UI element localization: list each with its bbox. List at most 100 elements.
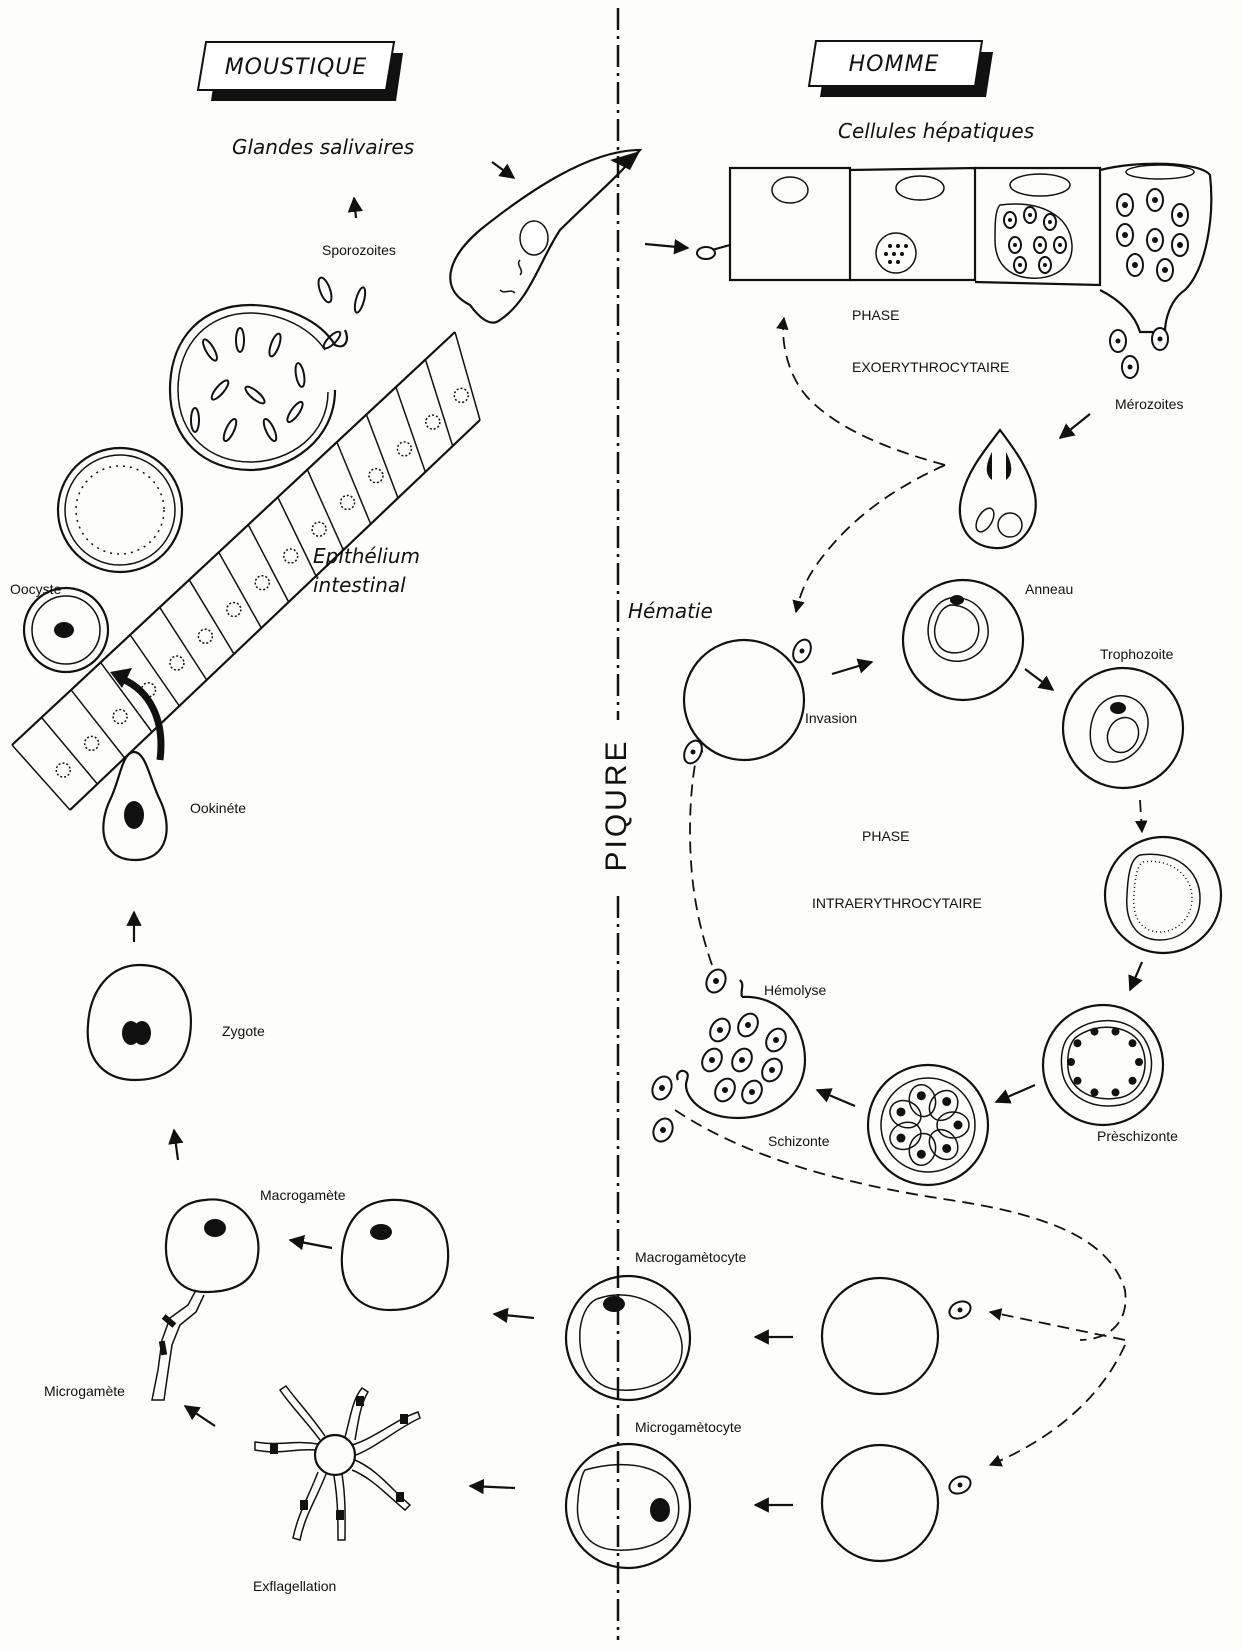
preschizonte-nucleus [1112,1028,1120,1036]
preschizonte-nucleus [1073,1039,1081,1047]
macrogamete [152,1199,258,1400]
arrow-to-glandes [354,198,356,218]
hepatic-merozoite-nucleus [1048,220,1052,224]
preschizonte-nucleus [1135,1058,1143,1066]
homme-title: HOMME [849,52,940,77]
macrogametocyte [566,1276,690,1400]
rosette-merozoite [906,1082,938,1119]
glandes-salivaires-label: Glandes salivaires [232,135,414,159]
rosette-nucleus [942,1097,951,1106]
released-merozoite-nucleus [717,1027,723,1033]
arrow-to-sporozoite [492,162,514,178]
released-merozoite-nucleus [769,1067,775,1073]
hepatic-nucleus-dot [892,252,896,256]
hepatic-merozoite-nucleus [1008,218,1012,222]
hepatic-nucleus-dot [900,252,904,256]
epithelium-cell-nucleus [426,415,440,429]
epithelium-cell-wall [337,442,371,524]
hepatic-nucleus-dot [884,252,888,256]
preschizonte-label: Prèschizonte [1097,1128,1178,1144]
arrow-gamete-macrogamete [290,1240,332,1248]
epithelium-cell-wall [42,717,98,784]
epithelium-label-2: intestinal [313,573,406,597]
schizonte-label: Schizonte [768,1133,830,1149]
intestinal-epithelium [12,332,480,810]
preschizonte-nucleus [1129,1077,1137,1085]
schizont-merozoite-nucleus [1177,242,1183,248]
moustique-header: MOUSTIQUE [198,42,403,101]
epithelium-cell-wall [366,415,398,498]
anneau-ring-stage [903,580,1023,700]
schizont-merozoite-nucleus [1152,237,1158,243]
epithelium-cell-nucleus [284,549,298,563]
arrow-preschizonte-schizonte [996,1085,1035,1102]
schizont-merozoite-nucleus [1132,262,1138,268]
anneau-label: Anneau [1025,581,1073,597]
free-sporozoites [316,276,367,351]
sporozoite-large [450,150,640,323]
hemolyse-label: Hémolyse [764,982,826,998]
rosette-nucleus [954,1121,963,1130]
preschizonte-nucleus [1090,1088,1098,1096]
arrow-schizonte-hemolyse [817,1090,855,1106]
arrow-invasion-anneau [832,662,872,674]
hepatic-merozoite-nucleus [1038,243,1042,247]
hepatic-merozoite-nucleus [1043,263,1047,267]
arrow-exflagellation-microgamete [185,1406,215,1426]
liver-cells [697,164,1211,332]
phase-exo-label-1: PHASE [852,307,899,323]
rosette-merozoite [923,1085,963,1126]
epithelium-cell-wall [307,470,343,550]
released-merozoite-nucleus [749,1089,755,1095]
trophozoite-label: Trophozoite [1100,646,1174,662]
dashed-to-hematie [796,465,945,612]
hepatic-nucleus-dot [888,260,892,264]
preschizonte-nucleus [1112,1088,1120,1096]
schizont-merozoite-nucleus [1177,212,1183,218]
rosette-merozoite [923,1124,963,1165]
free-merozoites [1110,328,1168,378]
macrogamete-label: Macrogamète [260,1187,346,1203]
phase-exo-label-2: EXOERYTHROCYTAIRE [852,359,1009,375]
epithelium-cell-nucleus [369,469,383,483]
hepatic-nucleus-dot [896,244,900,248]
preschizonte [1043,1005,1163,1125]
hematie-label: Hématie [628,599,713,623]
epithelium-cell-nucleus [341,495,355,509]
dashed-to-liver [783,318,945,465]
schizont-merozoite-nucleus [1152,197,1158,203]
hematie-invasion-cell [681,637,815,767]
zygote-label: Zygote [222,1023,265,1039]
sporozoites-label: Sporozoites [322,242,396,258]
hepatic-merozoite-nucleus [1058,243,1062,247]
exflagellation-label: Exflagellation [253,1578,336,1594]
arrow-macrogamete-zygote [174,1130,178,1160]
arrow-macrogametocyte-gamete [494,1314,534,1318]
preschizonte-nucleus [1090,1028,1098,1036]
hepatic-nucleus-dot [888,244,892,248]
gamete-round [342,1200,448,1310]
dashed-hemolyse-invasion [690,740,712,965]
schizont-merozoite-nucleus [1162,267,1168,273]
dashed-to-rbc-bottom [990,1345,1125,1465]
dashed-to-rbc-top [990,1312,1125,1340]
epithelium-cell-nucleus [170,656,184,670]
rosette-merozoite [906,1131,938,1168]
hepatic-nucleus-dot [904,244,908,248]
dashed-curve [675,1110,1126,1340]
released-merozoite-nucleus [739,1057,745,1063]
piqure-label: PIQURE [600,738,633,871]
rbc-to-macrogametocyte [822,1278,973,1394]
schizonte [868,1065,988,1185]
arrow-trophozoite-mature [1140,800,1142,832]
moustique-title: MOUSTIQUE [225,55,368,80]
hepatic-merozoite-nucleus [1028,213,1032,217]
merozoite-large [960,430,1036,548]
epithelium-cell-nucleus [312,522,326,536]
ookinete-label: Ookinéte [190,800,246,816]
epithelium-cell-nucleus [255,576,269,590]
epithelium-cell-nucleus [85,736,99,750]
epithelium-cell-wall [130,635,179,706]
